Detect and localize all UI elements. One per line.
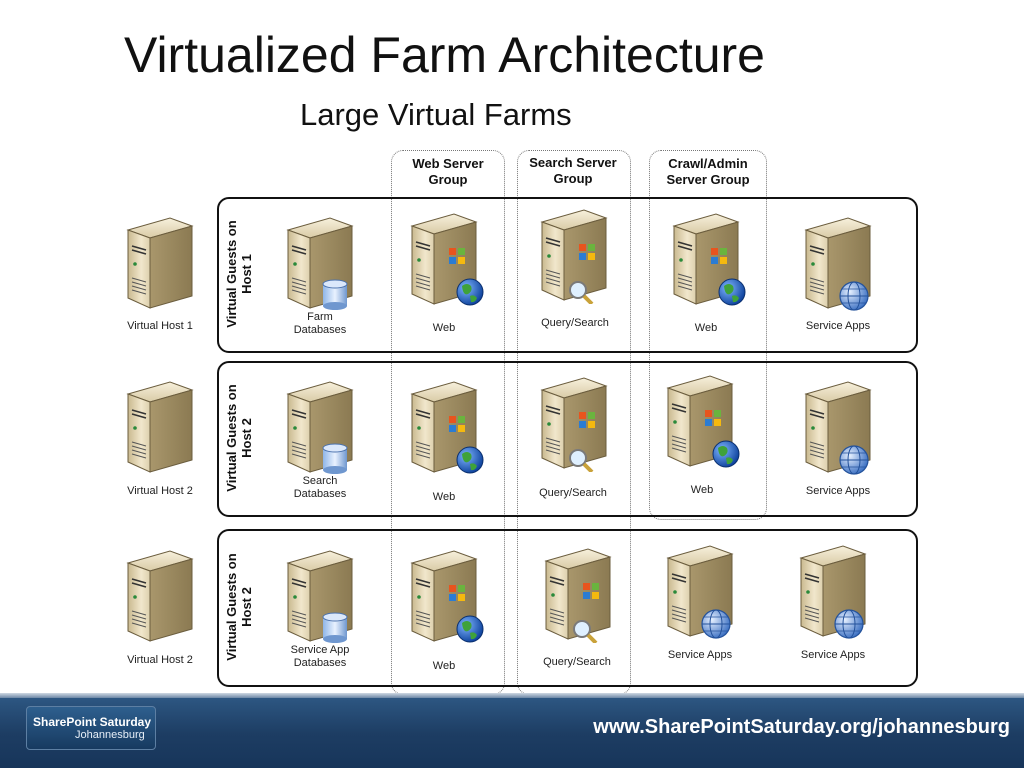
host-row-3-box [217, 529, 918, 687]
guest-label: Web [690, 484, 714, 496]
guest-label: Query/Search [541, 317, 609, 329]
guest-label: Web [432, 660, 456, 672]
guest-label: Query/Search [543, 656, 611, 668]
host-row-1-box [217, 197, 918, 353]
virtual-host-server-icon [120, 545, 200, 645]
database-label: Farm Databases [293, 311, 347, 336]
web-server-group-label: Web Server Group [412, 156, 484, 187]
guest-label: Web [432, 491, 456, 503]
service-apps-server-icon [798, 212, 878, 311]
guest-label: Service Apps [805, 485, 871, 497]
guest-label: Service Apps [800, 649, 866, 661]
database-label: Service App Databases [290, 644, 350, 669]
virtual-host-label: Virtual Host 2 [127, 485, 193, 497]
footer-bar [0, 693, 1024, 768]
web-server-icon [666, 208, 746, 306]
host-row-2-box [217, 361, 918, 517]
footer-url: www.SharePointSaturday.org/johannesburg [593, 716, 1010, 738]
search-server-icon [534, 204, 614, 304]
slide-subtitle: Large Virtual Farms [300, 97, 572, 132]
search-server-icon [538, 543, 618, 643]
guest-label-row-3: Virtual Guests on Host 2 [224, 553, 254, 661]
guest-label: Web [694, 322, 718, 334]
web-server-icon [660, 370, 740, 468]
logo-line-1: SharePoint Saturday [33, 715, 152, 729]
guest-label: Service Apps [667, 649, 733, 661]
sharepoint-saturday-logo: SharePoint Saturday Johannesburg [26, 706, 156, 750]
guest-label-row-1: Virtual Guests on Host 1 [224, 220, 254, 328]
web-server-icon [404, 208, 484, 306]
service-apps-server-icon [798, 376, 878, 475]
logo-line-2: Johannesburg [75, 729, 145, 741]
guest-label-row-2: Virtual Guests on Host 2 [224, 384, 254, 492]
crawl-admin-server-group-outline [649, 150, 767, 520]
footer-divider [0, 693, 1024, 698]
database-server-icon [280, 545, 360, 643]
slide-title: Virtualized Farm Architecture [124, 27, 765, 83]
service-apps-server-icon [793, 540, 873, 639]
virtual-host-label: Virtual Host 2 [127, 654, 193, 666]
virtual-host-label: Virtual Host 1 [127, 320, 193, 332]
web-server-icon [404, 545, 484, 643]
crawl-admin-server-group-label: Crawl/Admin Server Group [666, 156, 750, 187]
guest-label: Query/Search [539, 487, 607, 499]
guest-label: Service Apps [805, 320, 871, 332]
guest-label: Web [432, 322, 456, 334]
service-apps-server-icon [660, 540, 740, 639]
database-server-icon [280, 376, 360, 474]
web-server-icon [404, 376, 484, 474]
database-server-icon [280, 212, 360, 310]
search-server-group-label: Search Server Group [529, 155, 617, 186]
database-label: Search Databases [293, 475, 347, 500]
virtual-host-server-icon [120, 376, 200, 476]
search-server-icon [534, 372, 614, 472]
virtual-host-server-icon [120, 212, 200, 312]
